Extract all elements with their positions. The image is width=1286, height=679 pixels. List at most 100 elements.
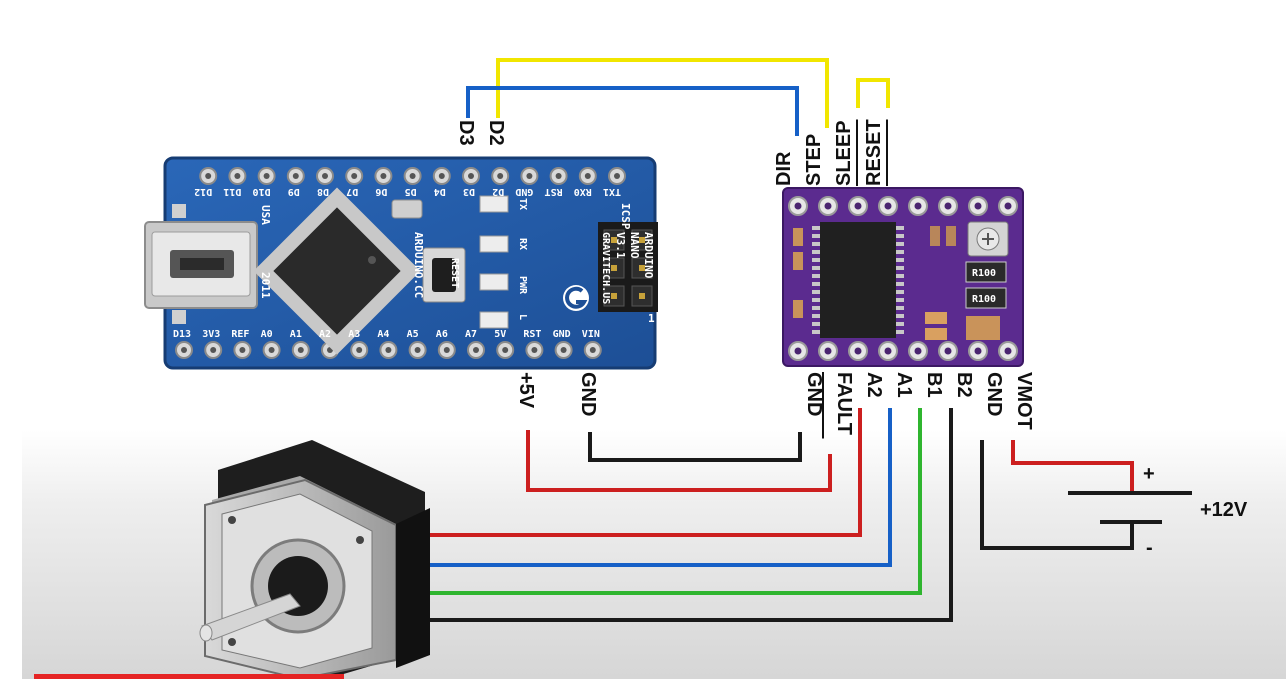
icsp-pin-tip [611, 293, 617, 299]
pin-label: 3V3 [202, 329, 220, 340]
pin-hole [210, 347, 217, 353]
pin-hole [297, 347, 304, 353]
icsp-pin-tip [611, 237, 617, 243]
pin-label: D12 [194, 186, 212, 197]
gravitech-logo-icon [563, 285, 589, 311]
chip-leg [896, 306, 904, 310]
pin-label: RST [523, 329, 541, 340]
country-text: USA [259, 205, 272, 225]
chip-leg [812, 282, 820, 286]
driver-smd-part [925, 328, 947, 340]
driver-bottom-pin-pads [788, 341, 1018, 361]
pin-label: D9 [288, 186, 300, 197]
year-text: 2011 [259, 272, 272, 299]
pin-label: RST [545, 186, 563, 197]
pin-hole [914, 347, 922, 355]
pin-hole [409, 173, 416, 179]
pin-label: A0 [261, 329, 273, 340]
pin-label: REF [231, 329, 249, 340]
chip-leg [812, 266, 820, 270]
pin-hole [884, 347, 892, 355]
pin1-text: 1 [648, 312, 655, 325]
pin-label: D4 [434, 186, 446, 197]
pin-label: A6 [436, 329, 448, 340]
pin-label: A5 [407, 329, 419, 340]
chip-leg [812, 242, 820, 246]
left-margin [0, 0, 22, 679]
wire-sleep-reset [856, 78, 890, 108]
chip-leg [812, 226, 820, 230]
website-text: ARDUINO.CC [412, 232, 425, 298]
pin-hole [884, 202, 892, 210]
chip-leg [896, 330, 904, 334]
board-text-line: V3.1 [614, 232, 627, 259]
pin-hole [794, 347, 802, 355]
battery-minus-label: - [1146, 537, 1153, 559]
chip-leg [812, 274, 820, 278]
icsp-text: ICSP [619, 203, 632, 230]
chip-leg [896, 250, 904, 254]
pin-hole [380, 173, 387, 179]
driver-top-pin-pads [788, 196, 1018, 216]
pin-hole [292, 173, 299, 179]
chip-leg [812, 330, 820, 334]
nano-smd-pad [172, 310, 186, 324]
driver-pin-label: GND [983, 372, 1005, 416]
pin-hole [614, 173, 620, 179]
pin-hole [443, 347, 450, 353]
driver-smd-part [966, 316, 1000, 340]
led-label-tx: TX [517, 198, 528, 210]
driver-pin-label: A1 [893, 372, 915, 398]
pin-hole [824, 202, 832, 210]
pin-hole [473, 347, 479, 353]
pin-label: A4 [377, 329, 389, 340]
battery-symbol [1068, 491, 1192, 524]
board-text-line: GRAVITECH.US [600, 232, 611, 304]
pin-hole [531, 347, 538, 353]
chip-leg [812, 234, 820, 238]
pin-hole [944, 202, 952, 210]
pin-hole [239, 347, 246, 353]
board-text-line: NANO [628, 232, 641, 259]
resistor-label: R100 [972, 294, 996, 305]
driver-pin-label: B1 [923, 372, 945, 398]
pin-label: D7 [346, 186, 358, 197]
wire-gnd-gnd [588, 432, 802, 462]
pin-hole [181, 347, 187, 353]
pin-label: D8 [317, 186, 329, 197]
chip-leg [896, 282, 904, 286]
wire-a2 [428, 408, 862, 537]
pin-hole [526, 173, 533, 179]
driver-pin-label: DIR [773, 151, 795, 186]
pin-label: D2 [492, 186, 504, 197]
wire-5v-fault [526, 430, 832, 492]
pin-hole [502, 347, 509, 353]
chip-leg [896, 274, 904, 278]
reset-text: RESET [449, 258, 460, 288]
video-progress-bar[interactable] [34, 674, 344, 679]
pin-hole [560, 347, 567, 353]
pin-label: A2 [319, 329, 331, 340]
wire-d2-step [496, 58, 829, 128]
battery-plus-label: + [1143, 463, 1155, 485]
icsp-pin-tip [639, 237, 645, 243]
pin-hole [974, 202, 982, 210]
chip-leg [896, 234, 904, 238]
board-text-line: ARDUINO [642, 232, 655, 279]
chip-leg [896, 322, 904, 326]
pin-label: D6 [375, 186, 387, 197]
wire-b2 [428, 408, 953, 622]
chip-leg [896, 314, 904, 318]
driver-chip [820, 222, 896, 338]
chip-leg [812, 298, 820, 302]
reset-button [422, 247, 466, 303]
driver-pin-label: GND [803, 372, 825, 416]
pin-hole [854, 202, 862, 210]
driver-smd-part [793, 300, 803, 318]
chip-leg [812, 250, 820, 254]
pin-label: RX0 [574, 186, 592, 197]
icsp-pin-tip [639, 265, 645, 271]
pin-hole [854, 347, 862, 355]
